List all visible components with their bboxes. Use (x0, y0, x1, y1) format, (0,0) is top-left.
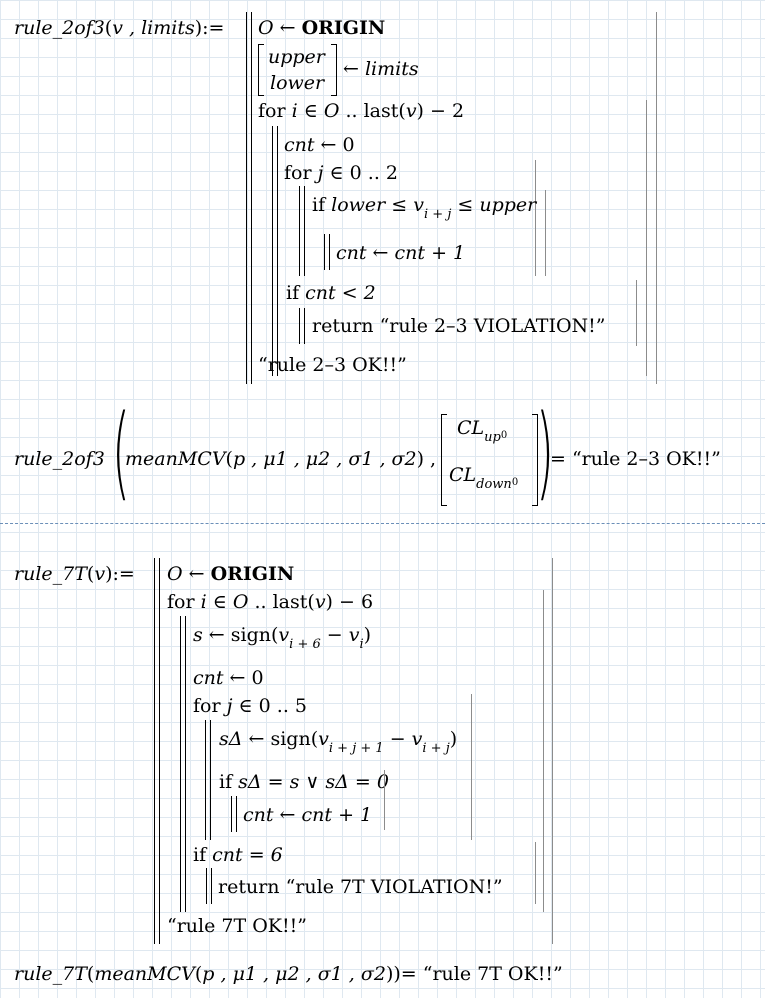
program-bar (246, 12, 248, 384)
ok-string-line: “rule 7T OK!!” (167, 915, 307, 937)
cnt-increment-line: cnt ← cnt + 1 (336, 242, 466, 264)
for-j-line: for j ∈ 0 .. 5 (193, 695, 308, 717)
region-bar (543, 590, 544, 912)
program-bar (299, 308, 301, 344)
return-violation-line: return “rule 2–3 VIOLATION!” (312, 315, 606, 337)
program-bar (211, 868, 213, 904)
region-divider (0, 523, 765, 524)
cnt-increment-line: cnt ← cnt + 1 (243, 804, 373, 826)
origin-line: O ← ORIGIN (167, 563, 295, 585)
program-bar (299, 186, 301, 276)
return-violation-line: return “rule 7T VIOLATION!” (218, 876, 503, 898)
region-bar (535, 842, 536, 904)
program-bar (272, 126, 274, 376)
region-bar (471, 694, 472, 840)
eval-7T-line: rule_7T(meanMCV(p , μ1 , μ2 , σ1 , σ2))=… (14, 963, 563, 985)
vector-bracket-left (258, 44, 264, 96)
eval-function-name: rule_2of3 (14, 448, 105, 470)
program-bar (277, 126, 279, 376)
right-paren: ) (536, 393, 554, 512)
region-bar (646, 100, 647, 376)
program-bar (251, 12, 253, 384)
program-bar (206, 868, 208, 904)
region-bar (656, 12, 657, 384)
program-bar (231, 796, 233, 832)
vector-bracket-right (532, 414, 538, 506)
program-bar (236, 796, 238, 832)
for-j-line: for j ∈ 0 .. 2 (284, 162, 399, 184)
cnt-init-line: cnt ← 0 (284, 134, 355, 156)
for-i-line: for i ∈ O .. last(v) − 2 (258, 100, 465, 122)
program-bar (185, 616, 187, 912)
upper-var: upper (268, 46, 325, 68)
region-bar (384, 770, 385, 830)
rule-2of3-header: rule_2of3(v , limits):= (14, 17, 225, 39)
mean-call: meanMCV(p , μ1 , μ2 , σ1 , σ2) , (125, 448, 437, 470)
program-bar (205, 720, 207, 840)
vector-bracket-right (331, 44, 337, 96)
cl-down: CLdown0 (449, 464, 519, 492)
limits-assign: ← limits (343, 58, 419, 80)
region-bar (552, 558, 553, 944)
rule-7T-header: rule_7T(v):= (14, 563, 135, 585)
if-cnt-line: if cnt < 2 (286, 282, 376, 304)
program-bar (304, 186, 306, 276)
program-bar (159, 558, 161, 944)
program-bar (154, 558, 156, 944)
sign-assign-line: s ← sign(vi + 6 − vi) (193, 624, 372, 652)
ok-string-line: “rule 2–3 OK!!” (258, 354, 407, 376)
left-paren: ( (112, 393, 130, 512)
program-bar (210, 720, 212, 840)
region-bar (535, 160, 536, 276)
cl-up: CLup0 (457, 417, 508, 445)
lower-var: lower (270, 72, 325, 94)
if-sdelta-line: if sΔ = s ∨ sΔ = 0 (219, 771, 389, 793)
eval-result: = “rule 2–3 OK!!” (550, 448, 721, 470)
for-i-line: for i ∈ O .. last(v) − 6 (167, 591, 374, 613)
origin-line: O ← ORIGIN (258, 17, 386, 39)
program-bar (329, 234, 331, 270)
sdelta-assign-line: sΔ ← sign(vi + j + 1 − vi + j) (219, 728, 458, 756)
vector-bracket-left (441, 414, 447, 506)
program-bar (324, 234, 326, 270)
if-range-line: if lower ≤ vi + j ≤ upper (312, 194, 537, 222)
if-cnt-line: if cnt = 6 (193, 844, 283, 866)
program-bar (304, 308, 306, 344)
region-bar (545, 190, 546, 276)
region-bar (636, 280, 637, 346)
program-bar (180, 616, 182, 912)
cnt-init-line: cnt ← 0 (193, 667, 264, 689)
